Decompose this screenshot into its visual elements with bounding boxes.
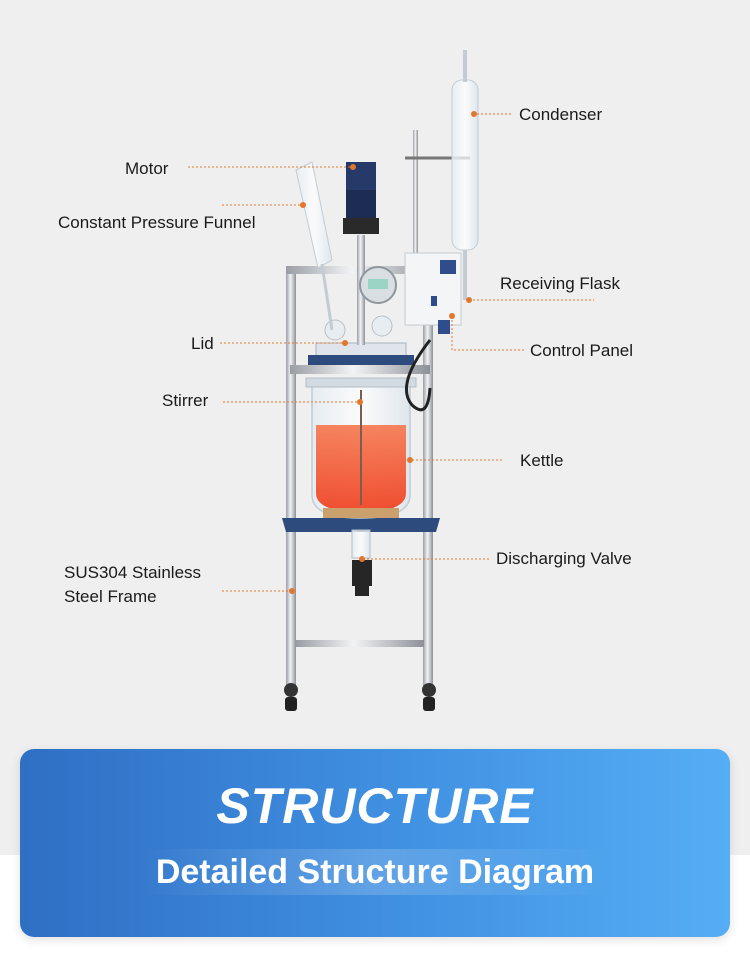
label-receiving-flask: Receiving Flask: [500, 274, 620, 293]
condenser-coil: [451, 50, 479, 300]
label-lid: Lid: [191, 334, 214, 353]
motor-assembly: [343, 162, 379, 345]
reactor-lid: [308, 315, 414, 365]
discharge-valve: [351, 529, 372, 596]
label-funnel: Constant Pressure Funnel: [58, 213, 256, 232]
banner-subtitle: Detailed Structure Diagram: [155, 853, 595, 891]
pressure-funnel: [295, 161, 334, 331]
structure-banner: STRUCTURE Detailed Structure Diagram: [20, 749, 730, 937]
support-rod: [413, 130, 418, 270]
label-motor: Motor: [125, 159, 169, 178]
label-frame-line1: SUS304 Stainless: [64, 563, 202, 582]
reactor-diagram: [188, 50, 594, 711]
label-frame-line2: Steel Frame: [64, 587, 157, 606]
pressure-gauge: [359, 266, 397, 304]
banner-title: STRUCTURE: [216, 778, 534, 834]
label-control-panel: Control Panel: [530, 341, 634, 360]
support-plate: [282, 518, 440, 532]
banner-subtitle-highlight: [140, 849, 610, 895]
label-kettle: Kettle: [520, 451, 564, 470]
power-cable: [404, 339, 432, 412]
cork-ring: [323, 508, 399, 518]
leader-dots: [289, 111, 477, 594]
label-discharging-valve: Discharging Valve: [496, 549, 632, 568]
kettle-vessel: [305, 377, 417, 519]
label-stirrer: Stirrer: [162, 391, 209, 410]
control-box: [404, 252, 462, 334]
leader-lines: [188, 113, 594, 592]
label-condenser: Condenser: [519, 105, 603, 124]
